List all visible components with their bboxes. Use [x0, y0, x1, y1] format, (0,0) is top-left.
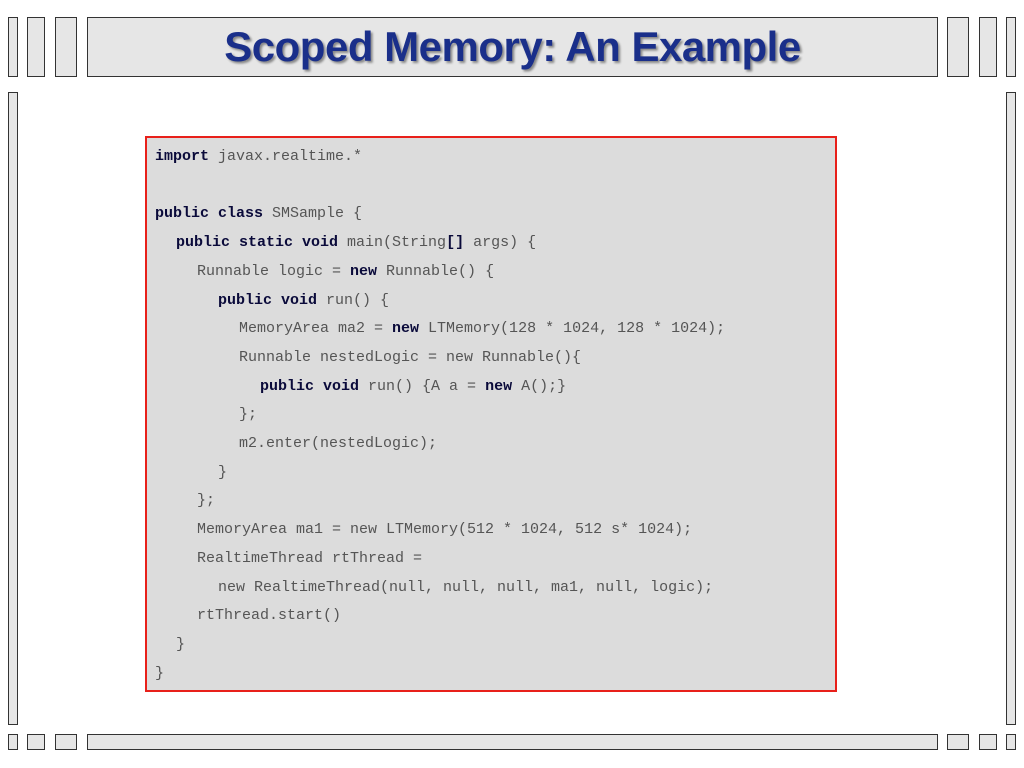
code-text: MemoryArea ma1 = new LTMemory(512 * 1024…: [197, 521, 693, 539]
code-text: MemoryArea ma2 =: [239, 320, 393, 338]
code-text: A();}: [512, 377, 567, 395]
code-line: m2.enter(nestedLogic);: [239, 434, 437, 454]
code-keyword: new: [392, 320, 420, 338]
code-text: LTMemory(128 * 1024, 128 * 1024);: [419, 320, 726, 338]
code-keyword: public void: [218, 291, 318, 309]
code-line: }: [176, 635, 185, 655]
code-text: }: [155, 664, 165, 682]
code-line: public void run() {A a = new A();}: [260, 377, 566, 397]
code-text: run() {A a =: [359, 377, 486, 395]
code-keyword: public static void: [176, 234, 339, 252]
slide-title: Scoped Memory: An Example: [224, 23, 801, 70]
bottom-bar: [87, 734, 938, 750]
code-text: };: [239, 406, 258, 424]
code-block: import javax.realtime.* public class SMSa…: [145, 136, 837, 692]
code-text: };: [197, 492, 216, 510]
code-line: public class SMSample {: [155, 204, 362, 224]
code-text: run() {: [317, 291, 390, 309]
top-deco-bar: [55, 17, 77, 77]
code-keyword: new: [485, 377, 513, 395]
code-line: new RealtimeThread(null, null, null, ma1…: [218, 578, 713, 598]
code-text: new RealtimeThread(null, null, null, ma1…: [218, 578, 714, 596]
code-text: Runnable logic =: [197, 262, 351, 280]
code-keyword: public class: [155, 205, 264, 223]
bottom-deco-bar: [979, 734, 997, 750]
code-line: };: [239, 405, 257, 425]
code-line: };: [197, 491, 215, 511]
code-line: Runnable nestedLogic = new Runnable(){: [239, 348, 581, 368]
bottom-deco-bar: [55, 734, 77, 750]
code-text: RealtimeThread rtThread =: [197, 549, 423, 567]
code-text: main(String: [338, 234, 447, 252]
left-side-bar: [8, 92, 18, 725]
bottom-deco-bar: [8, 734, 18, 750]
code-text: Runnable() {: [377, 262, 495, 280]
bottom-deco-bar: [27, 734, 45, 750]
code-line: MemoryArea ma1 = new LTMemory(512 * 1024…: [197, 520, 692, 540]
code-keyword: import: [155, 148, 210, 165]
code-line: Runnable logic = new Runnable() {: [197, 262, 494, 282]
code-line: MemoryArea ma2 = new LTMemory(128 * 1024…: [239, 319, 725, 339]
code-text: }: [218, 463, 228, 481]
code-line: }: [218, 463, 227, 483]
code-keyword: new: [350, 262, 378, 280]
code-text: }: [176, 635, 186, 653]
code-line: }: [155, 664, 164, 684]
right-side-bar: [1006, 92, 1016, 725]
code-keyword: public void: [260, 377, 360, 395]
code-text: m2.enter(nestedLogic);: [239, 435, 438, 452]
bottom-deco-bar: [947, 734, 969, 750]
top-deco-bar: [947, 17, 969, 77]
title-frame: [87, 17, 938, 77]
code-line: public static void main(String[] args) {: [176, 233, 536, 253]
code-text: Runnable nestedLogic = new Runnable(){: [239, 348, 582, 366]
code-text: javax.realtime.*: [209, 148, 363, 165]
top-deco-bar: [8, 17, 18, 77]
code-keyword: []: [446, 234, 465, 252]
code-text: rtThread.start(): [197, 607, 342, 625]
top-deco-bar: [27, 17, 45, 77]
code-line: public void run() {: [218, 291, 389, 311]
code-line: rtThread.start(): [197, 606, 341, 626]
top-deco-bar: [979, 17, 997, 77]
bottom-deco-bar: [1006, 734, 1016, 750]
code-text: args) {: [464, 234, 537, 252]
top-deco-bar: [1006, 17, 1016, 77]
code-text: SMSample {: [263, 205, 363, 223]
code-line: import javax.realtime.*: [155, 147, 362, 167]
code-line: RealtimeThread rtThread =: [197, 549, 422, 569]
